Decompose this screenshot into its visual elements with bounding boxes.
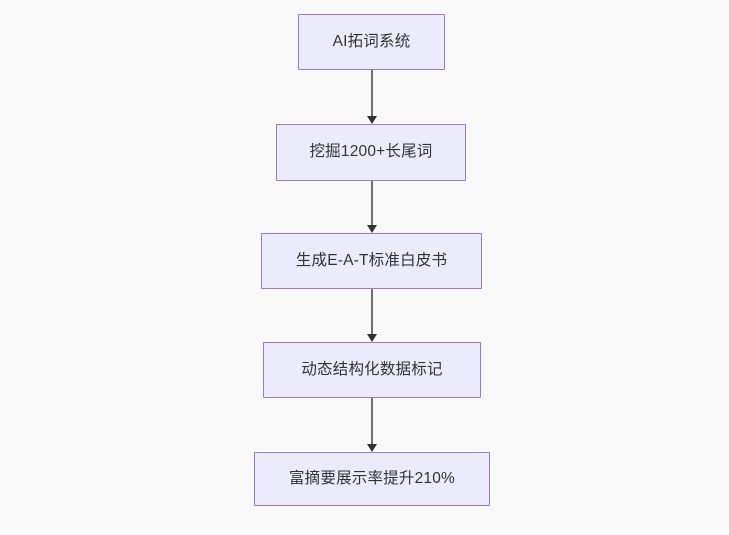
flow-node-label: 生成E-A-T标准白皮书 <box>295 251 448 269</box>
edge-line <box>370 289 373 334</box>
flow-node-label: 动态结构化数据标记 <box>301 360 443 378</box>
flow-node-dynamic-structured-data[interactable]: 动态结构化数据标记 <box>263 342 481 398</box>
flow-node-rich-snippet-uplift[interactable]: 富摘要展示率提升210% <box>254 452 490 506</box>
flow-node-ai-keyword-system[interactable]: AI拓词系统 <box>298 14 445 70</box>
arrow-down-icon <box>366 225 377 233</box>
arrow-down-icon <box>366 334 377 342</box>
flow-node-label: 富摘要展示率提升210% <box>288 469 456 487</box>
arrow-down-icon <box>366 444 377 452</box>
flow-node-label: 挖掘1200+长尾词 <box>309 143 433 161</box>
edge-line <box>370 70 373 116</box>
flow-node-mine-longtail-keywords[interactable]: 挖掘1200+长尾词 <box>276 124 466 181</box>
flow-node-generate-eat-whitepaper[interactable]: 生成E-A-T标准白皮书 <box>261 233 482 289</box>
flow-node-label: AI拓词系统 <box>332 32 411 50</box>
arrow-down-icon <box>366 116 377 124</box>
edge-line <box>370 181 373 225</box>
edge-line <box>370 398 373 444</box>
